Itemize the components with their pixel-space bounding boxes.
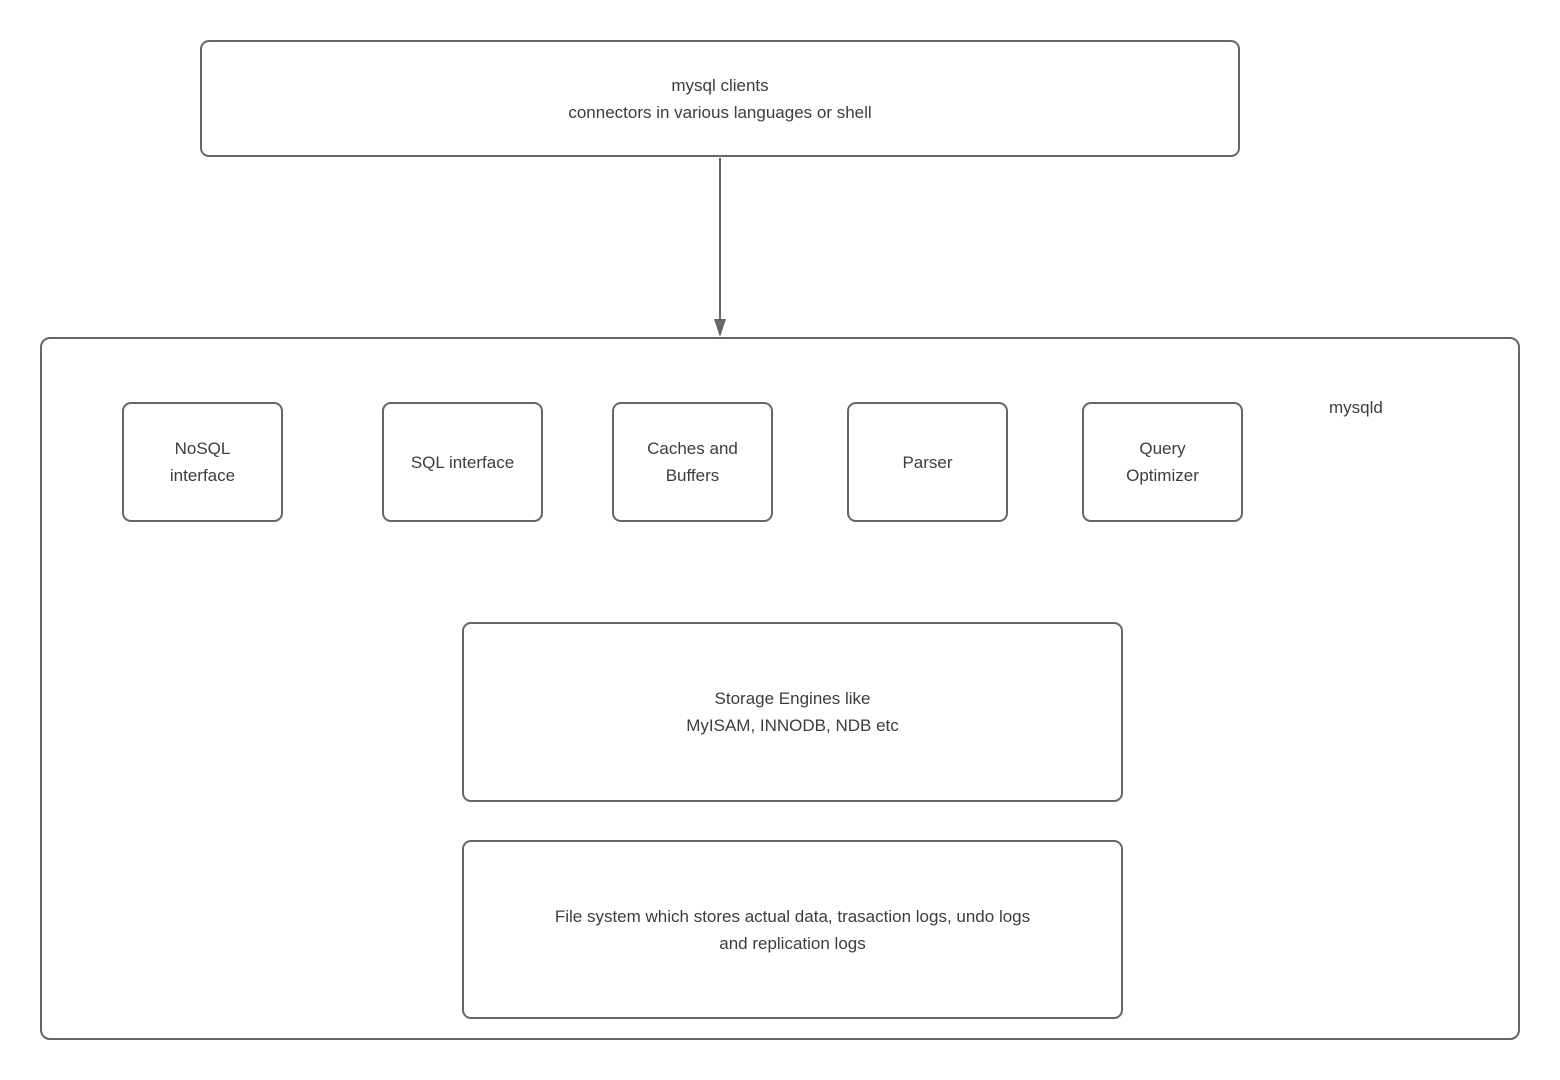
component-label-parser: Parser xyxy=(902,452,953,472)
file-system-box: File system which stores actual data, tr… xyxy=(462,840,1123,1019)
component-label-sql-interface: SQL interface xyxy=(410,452,515,472)
mysql-clients-label: mysql clients connectors in various lang… xyxy=(568,75,872,122)
mysql-clients-box: mysql clients connectors in various lang… xyxy=(200,40,1240,157)
component-box-caches-and-buffers: Caches and Buffers xyxy=(612,402,773,522)
storage-engines-box: Storage Engines like MyISAM, INNODB, NDB… xyxy=(462,622,1123,802)
component-box-nosql-interface: NoSQL interface xyxy=(122,402,283,522)
storage-engines-label: Storage Engines like MyISAM, INNODB, NDB… xyxy=(686,689,899,735)
mysqld-box: mysqld NoSQL interface SQL interface Cac… xyxy=(40,337,1520,1040)
component-box-parser: Parser xyxy=(847,402,1008,522)
down-arrow-connector xyxy=(714,158,726,337)
component-box-query-optimizer: Query Optimizer xyxy=(1082,402,1243,522)
file-system-label: File system which stores actual data, tr… xyxy=(554,906,1031,953)
component-label-caches-and-buffers: Caches and Buffers xyxy=(647,439,738,485)
component-box-sql-interface: SQL interface xyxy=(382,402,543,522)
mysqld-label: mysqld xyxy=(1329,398,1383,417)
component-label-nosql-interface: NoSQL interface xyxy=(169,439,236,485)
component-label-query-optimizer: Query Optimizer xyxy=(1126,439,1199,485)
